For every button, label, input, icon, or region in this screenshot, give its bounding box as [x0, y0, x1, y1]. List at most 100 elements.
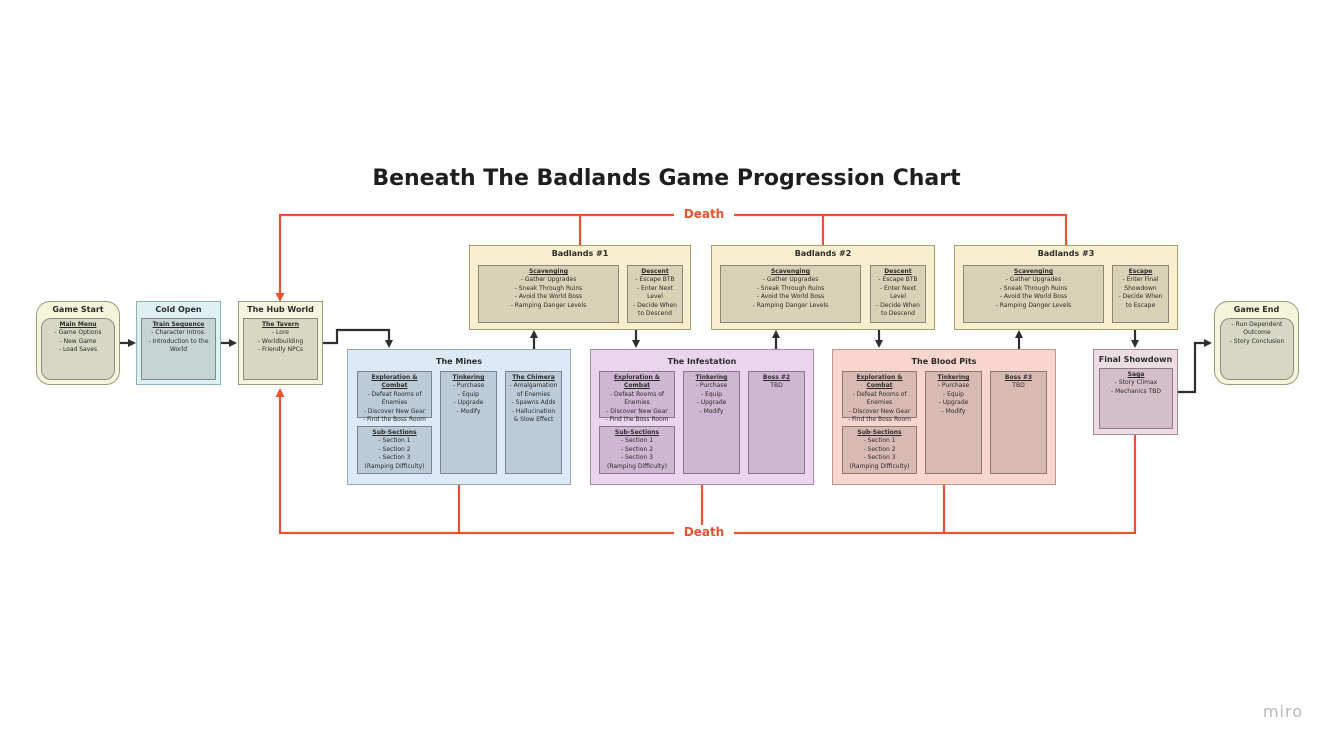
flow-connectors — [120, 328, 1212, 394]
section-line: - Modify — [456, 407, 481, 415]
section-line: - Gather Upgrades — [1005, 276, 1062, 284]
section-line: - Modify — [699, 407, 724, 415]
section-line: - Story Climax — [1114, 379, 1158, 387]
infestation-node: The Infestation Exploration & Combat - D… — [590, 349, 814, 485]
section-line: - Lore — [271, 329, 289, 337]
section-line: - Purchase — [937, 382, 970, 390]
descent-section: Descent - Escape BTB - Enter Next Level … — [870, 265, 926, 323]
section-line: - Section 3 — [863, 454, 896, 462]
section-line: - Run Dependent — [1231, 321, 1283, 328]
mines-node: The Mines Exploration & Combat - Defeat … — [347, 349, 571, 485]
section-line: - Section 1 — [863, 437, 896, 445]
section-line: - Purchase — [452, 382, 485, 390]
node-title: Badlands #2 — [794, 249, 852, 258]
section-heading: The Tavern — [261, 321, 300, 328]
saga-section: Saga - Story Climax - Mechanics TBD — [1099, 368, 1173, 429]
section-heading: Exploration & Combat — [371, 374, 418, 390]
section-line: - Decide When — [633, 301, 677, 309]
section-line: - Purchase — [695, 382, 728, 390]
section-line: - Sneak Through Ruins — [999, 284, 1068, 292]
badlands-2-node: Badlands #2 Scavenging - Gather Upgrades… — [711, 245, 935, 330]
section-heading: Tinkering — [695, 374, 728, 381]
badlands-1-node: Badlands #1 Scavenging - Gather Upgrades… — [469, 245, 691, 330]
tinkering-section: Tinkering - Purchase - Equip - Upgrade -… — [925, 371, 982, 474]
section-line: - Escape BTB — [878, 276, 918, 284]
section-heading: Sub-Sections — [372, 429, 417, 436]
section-line: (Ramping Difficulty) — [607, 462, 667, 470]
main-menu-section: Main Menu - Game Options - New Game - Lo… — [41, 318, 115, 380]
section-line: - Ramping Danger Levels — [510, 301, 587, 309]
section-line: - Gather Upgrades — [762, 276, 819, 284]
section-heading: Boss #3 — [1004, 374, 1033, 381]
section-line: - Game Options — [54, 329, 102, 337]
section-heading: Sub-Sections — [614, 429, 660, 436]
section-line: (Ramping Difficulty) — [364, 462, 425, 470]
section-line: - Avoid the World Boss — [514, 293, 583, 301]
game-start-node: Game Start Main Menu - Game Options - Ne… — [36, 301, 120, 385]
section-line: - Equip — [943, 390, 964, 398]
scavenging-section: Scavenging - Gather Upgrades - Sneak Thr… — [478, 265, 619, 323]
section-line: - Equip — [701, 390, 722, 398]
section-line: - Mechanics TBD — [1111, 387, 1161, 395]
section-line: Enemies — [381, 399, 408, 407]
section-line: Enemies — [866, 399, 893, 407]
section-line: - Section 2 — [620, 445, 654, 453]
section-heading: Train Sequence — [152, 321, 205, 328]
outcome-section: - Run Dependent Outcome - Story Conclusi… — [1220, 318, 1294, 380]
section-line: - Defeat Rooms of — [367, 390, 422, 398]
scavenging-section: Scavenging - Gather Upgrades - Sneak Thr… — [963, 265, 1104, 323]
section-line: - Section 1 — [620, 437, 654, 445]
section-line: TBD — [770, 382, 783, 390]
hub-world-node: The Hub World The Tavern - Lore - Worldb… — [238, 301, 323, 385]
section-heading: Tinkering — [937, 374, 970, 381]
section-heading: Sub-Sections — [857, 429, 902, 436]
section-heading: Exploration & Combat — [613, 374, 661, 390]
section-line: - Decide When — [1118, 293, 1163, 301]
section-line: - Section 2 — [863, 445, 896, 453]
section-line: - Avoid the World Boss — [756, 293, 825, 301]
exploration-section: Exploration & Combat - Defeat Rooms of E… — [842, 371, 917, 423]
section-line: (Ramping Difficulty) — [849, 462, 910, 470]
section-line: - New Game — [59, 337, 97, 345]
section-line: - Ramping Danger Levels — [752, 301, 829, 309]
section-line: - Enter Final — [1122, 276, 1159, 284]
node-title: Badlands #1 — [551, 249, 609, 258]
subsections-section: Sub-Sections - Section 1 - Section 2 - S… — [357, 426, 432, 474]
section-line: - Hallucination — [511, 407, 556, 415]
section-line: - Avoid the World Boss — [999, 293, 1068, 301]
section-line: to Escape — [1125, 301, 1156, 309]
section-line: - Defeat Rooms of — [852, 390, 907, 398]
section-line: - Discover New Gear — [363, 407, 426, 415]
section-line: - Section 3 — [620, 454, 654, 462]
section-line: - Friendly NPCs — [257, 346, 304, 354]
section-heading: The Chimera — [512, 374, 555, 381]
tinkering-section: Tinkering - Purchase - Equip - Upgrade -… — [440, 371, 497, 474]
section-line: - Escape BTB — [635, 276, 675, 284]
section-heading: Scavenging — [1013, 268, 1054, 275]
section-heading: Descent — [641, 268, 669, 275]
miro-watermark: miro — [1262, 702, 1303, 721]
section-heading: Descent — [884, 268, 912, 275]
section-line: to Descend — [881, 310, 915, 318]
descent-section: Descent - Escape BTB - Enter Next Level … — [627, 265, 683, 323]
cold-open-node: Cold Open Train Sequence - Character Int… — [136, 301, 221, 385]
section-line: - Ramping Danger Levels — [995, 301, 1072, 309]
escape-section: Escape - Enter Final Showdown - Decide W… — [1112, 265, 1169, 323]
section-line: - Spawns Adds — [511, 399, 556, 407]
final-showdown-node: Final Showdown Saga - Story Climax - Mec… — [1093, 349, 1178, 435]
node-title: The Infestation — [667, 357, 737, 366]
section-line: - Sneak Through Ruins — [514, 284, 583, 292]
section-heading: Tinkering — [452, 374, 485, 381]
boss-section: The Chimera - Amalgamation of Enemies - … — [505, 371, 562, 474]
scavenging-section: Scavenging - Gather Upgrades - Sneak Thr… — [720, 265, 861, 323]
death-label-top: Death — [674, 207, 734, 221]
section-heading: Scavenging — [770, 268, 811, 275]
section-line: - Sneak Through Ruins — [756, 284, 825, 292]
node-title: The Mines — [436, 357, 482, 366]
section-line: - Discover New Gear — [848, 407, 911, 415]
section-heading: Escape — [1128, 268, 1153, 275]
exploration-section: Exploration & Combat - Defeat Rooms of E… — [599, 371, 675, 423]
section-line: - Upgrade — [938, 399, 969, 407]
section-line: World — [169, 346, 188, 354]
section-line: - Discover New Gear — [606, 407, 668, 415]
